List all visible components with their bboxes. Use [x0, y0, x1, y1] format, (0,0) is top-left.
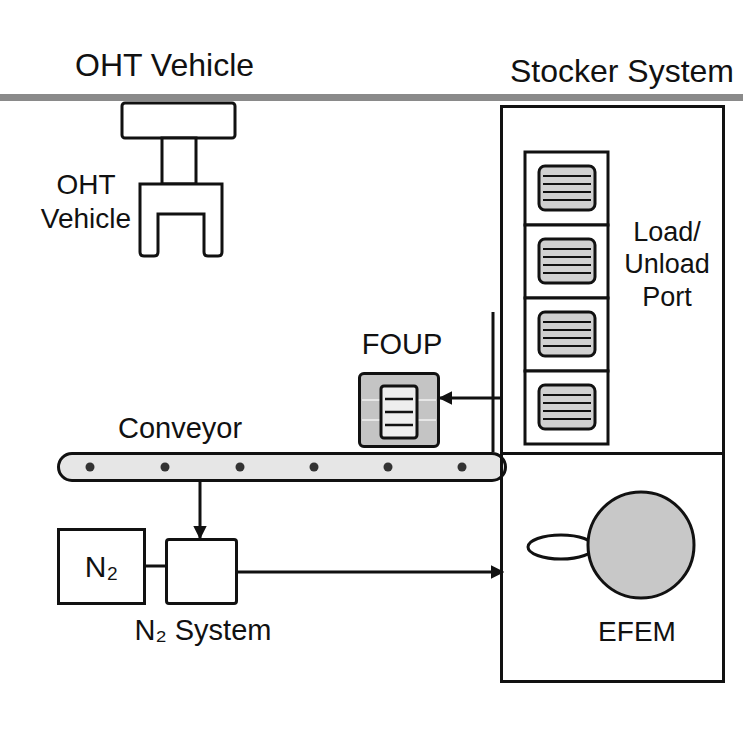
foup-drawing [358, 372, 440, 448]
part-label: OHT Vehicle [75, 46, 254, 84]
n2-system-box: N₂ System [165, 538, 238, 605]
connector-arrow [199, 482, 202, 538]
node-text: Load/ Unload Port [615, 216, 719, 313]
efem-robot [528, 492, 694, 598]
node-text: N₂ System [108, 613, 298, 648]
connector-arrow [440, 397, 503, 400]
port-line [492, 312, 495, 452]
oht-vehicle-drawing [122, 103, 235, 256]
storage-slots [525, 152, 608, 444]
part-label: OHT Vehicle [36, 168, 136, 235]
conveyor-drawing [57, 452, 507, 482]
node-text: Conveyor [118, 411, 242, 446]
stocker-box: Stocker SystemLoad/ Unload PortEFEM [500, 105, 725, 683]
node-text: N₂ [60, 549, 143, 585]
foup-box: FOUP [358, 372, 440, 448]
node-text: EFEM [587, 615, 687, 649]
connector-arrow [146, 565, 165, 568]
conveyor-belt: Conveyor [57, 452, 507, 482]
connector-arrow [238, 571, 503, 574]
node-text: Stocker System [510, 52, 734, 90]
overhead-rail [0, 94, 743, 101]
efem-region: EFEM [503, 452, 722, 680]
node-text: FOUP [341, 327, 463, 362]
load-port-region: Load/ Unload Port [503, 108, 722, 452]
n2-source-box: N₂ [57, 528, 146, 605]
